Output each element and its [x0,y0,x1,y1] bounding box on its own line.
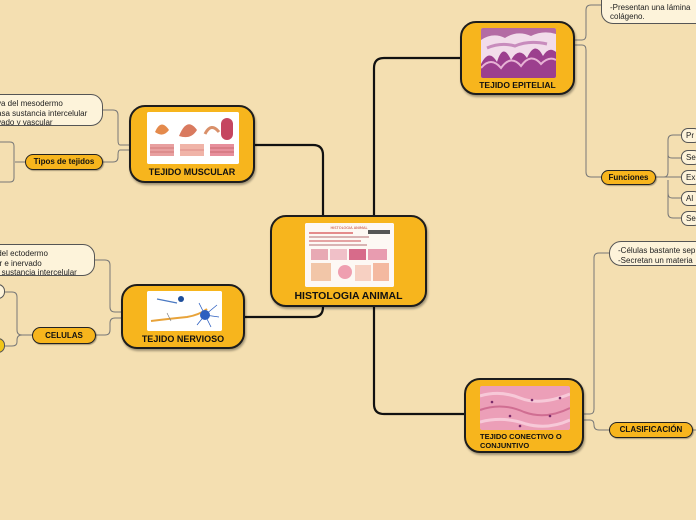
nervioso-node[interactable]: TEJIDO NERVIOSO [121,284,245,349]
funcion-item-1[interactable]: Pr [681,128,696,143]
funcion-item-5[interactable]: Se [681,211,696,226]
muscular-note: va del mesodermo asa sustancia intercelu… [0,94,103,126]
funcion-item-4[interactable]: Al [681,191,696,206]
conectivo-title: TEJIDO CONECTIVO O CONJUNTIVO [480,432,562,450]
tipos-de-tejidos-pill[interactable]: Tipos de tejidos [25,154,103,170]
epithelial-tissue-image [481,28,556,78]
epitelial-note: -Es avascular -Presentan una lámina colá… [601,0,696,24]
nervioso-title: TEJIDO NERVIOSO [141,334,225,344]
infographic-caption: HISTOLOGIA ANIMAL [331,226,368,230]
nervioso-note: del ectodermo ar e inervado a sustancia … [0,244,95,276]
celulas-pill[interactable]: CELULAS [32,327,96,344]
clasificacion-pill[interactable]: CLASIFICACIÓN [609,422,693,438]
funcion-item-3[interactable]: Ex [681,170,696,185]
epitelial-node[interactable]: TEJIDO EPITELIAL [460,21,575,95]
muscular-title: TEJIDO MUSCULAR [148,167,236,177]
central-title: HISTOLOGIA ANIMAL [294,290,403,302]
central-node[interactable]: HISTOLOGIA ANIMAL HISTOLOGIA ANIMAL [270,215,427,307]
histology-infographic-image: HISTOLOGIA ANIMAL [305,223,394,287]
funcion-item-2[interactable]: Se [681,150,696,165]
funciones-pill[interactable]: Funciones [601,170,656,185]
muscle-tissue-image [147,112,239,164]
conectivo-node[interactable]: TEJIDO CONECTIVO O CONJUNTIVO [464,378,584,453]
neuron-image [147,291,222,331]
muscular-node[interactable]: TEJIDO MUSCULAR [129,105,255,183]
conectivo-note: -Células bastante sep -Secretan un mater… [609,241,696,266]
connective-tissue-image [480,386,570,430]
epitelial-title: TEJIDO EPITELIAL [479,80,556,90]
